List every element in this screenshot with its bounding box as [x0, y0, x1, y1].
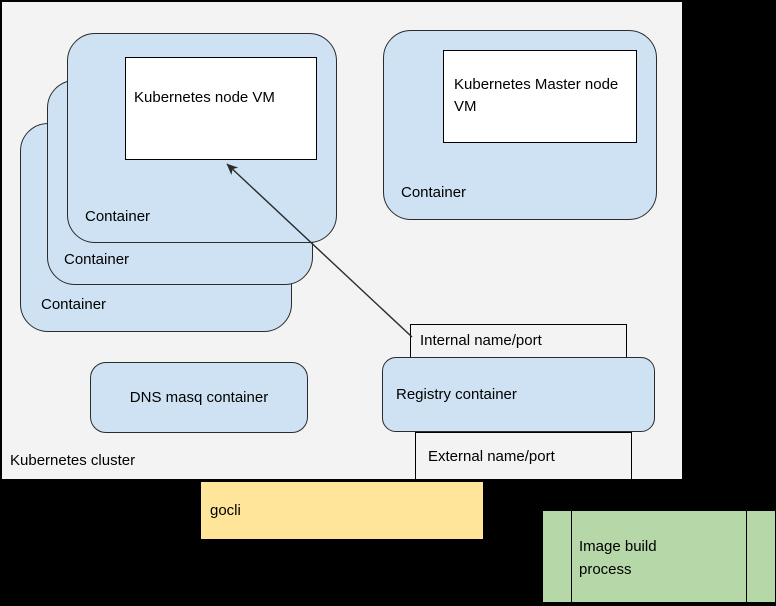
- kubernetes-cluster-label: Kubernetes cluster: [10, 452, 136, 469]
- registry-container-box: Registry container: [382, 357, 655, 432]
- master-container-label: Container: [401, 184, 467, 201]
- gocli-box: gocli: [201, 482, 483, 539]
- node-container-back-label: Container: [41, 296, 107, 313]
- external-name-port-label: External name/port: [428, 447, 555, 465]
- external-name-port-box: External name/port: [415, 432, 632, 480]
- registry-container-label: Registry container: [396, 386, 517, 403]
- kubernetes-master-vm-box: Kubernetes Master node VM: [443, 50, 637, 143]
- gocli-label: gocli: [210, 502, 241, 519]
- internal-name-port-box: Internal name/port: [410, 324, 627, 360]
- dns-masq-container-label: DNS masq container: [129, 389, 269, 406]
- node-container-front-label: Container: [85, 208, 151, 225]
- node-container-middle-label: Container: [64, 251, 130, 268]
- image-build-divider-right: [746, 511, 747, 602]
- kubernetes-node-vm-box: Kubernetes node VM: [125, 57, 317, 160]
- image-build-divider-left: [571, 511, 572, 602]
- dns-masq-container-box: DNS masq container: [90, 362, 308, 433]
- image-build-process-label: Image build process: [579, 538, 657, 578]
- image-build-process-box: Image build process: [542, 510, 776, 603]
